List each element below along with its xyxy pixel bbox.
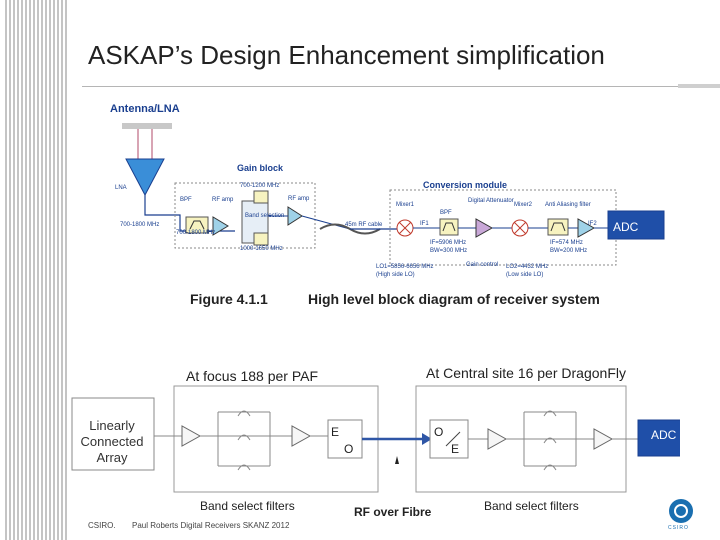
antenna-body (122, 123, 172, 129)
footer-text: Paul Roberts Digital Receivers SKANZ 201… (132, 521, 290, 530)
gain-block-outline (174, 182, 316, 249)
rf-amp-label: RF amp (212, 197, 234, 203)
lna-triangle (125, 158, 165, 197)
gain-control-label: Gain control (466, 262, 499, 268)
lna-label: LNA (115, 185, 127, 191)
eo-o-label: O (344, 442, 354, 456)
conversion-module-outline (389, 189, 617, 266)
band-mid-label: 700-1800 MHz (176, 230, 216, 236)
central-site-label: At Central site 16 per DragonFly (426, 365, 626, 381)
band-select-left-label: Band select filters (200, 499, 295, 513)
figure-number: Figure 4.1.1 (190, 291, 268, 307)
mixer1-label: Mixer1 (396, 202, 415, 208)
rf-amp2-label: RF amp (288, 196, 310, 202)
bpf-label: BPF (180, 197, 192, 203)
band-lo-label: 700-1200 MHz (240, 183, 280, 189)
lna-freq-label: 700-1800 MHz (120, 222, 160, 228)
footer-org: CSIRO. (88, 521, 116, 530)
if2-spec: IF=574 MHz (550, 240, 583, 246)
bpf2-label: BPF (440, 210, 452, 216)
slide-title: ASKAP’s Design Enhancement simplificatio… (88, 40, 605, 70)
receiver-block-diagram (122, 123, 665, 266)
conversion-module-label: Conversion module (423, 180, 508, 190)
decorative-stripes (5, 0, 67, 540)
adc-label-bottom: ADC (651, 428, 677, 442)
if1-label: IF1 (420, 221, 429, 227)
lo2-note: (Low side LO) (506, 272, 544, 278)
lo1-note: (High side LO) (376, 272, 415, 278)
oe-e-label: E (451, 442, 460, 456)
eo-converter-box (327, 419, 363, 459)
band-hi-label: 1000-1650 MHz (240, 246, 283, 252)
corner-accent (678, 84, 720, 88)
eo-e-label: E (331, 425, 340, 439)
adc-label-top: ADC (613, 220, 639, 234)
fibre-link-diagram (71, 385, 680, 493)
lo2-spec: LO2=4432 MHz (506, 264, 549, 270)
antenna-label: Antenna/LNA (110, 103, 180, 115)
digital-att-label: Digital Attenuator (468, 198, 514, 204)
adc-box-bottom (637, 419, 680, 457)
aa-filter-label: Anti Aliasing filter (545, 202, 591, 208)
focus-label: At focus 188 per PAF (186, 368, 319, 384)
if2-label: IF2 (588, 221, 597, 227)
figure-caption: High level block diagram of receiver sys… (308, 291, 600, 307)
oe-converter-box (429, 419, 469, 459)
band-select-right-label: Band select filters (484, 499, 579, 513)
bw2-spec: BW=200 MHz (550, 248, 588, 254)
array-label: Linearly Connected Array (80, 418, 144, 465)
csiro-logo-icon (669, 499, 693, 523)
logo-text: CSIRO (668, 525, 689, 531)
rf-over-fibre-label: RF over Fibre (354, 505, 432, 519)
array-box (71, 397, 155, 471)
title-divider (82, 86, 678, 87)
if-spec: IF=5906 MHz (430, 240, 467, 246)
cable-label: 45m RF cable (345, 222, 383, 228)
oe-o-label: O (434, 425, 444, 439)
band-select-label: Band selection (245, 213, 285, 219)
lo1-spec: LO1=5856-6656 MHz (376, 264, 434, 270)
adc-box-top (607, 210, 665, 240)
bw-spec: BW=300 MHz (430, 248, 468, 254)
mixer2-label: Mixer2 (514, 202, 533, 208)
gain-block-label: Gain block (237, 163, 284, 173)
